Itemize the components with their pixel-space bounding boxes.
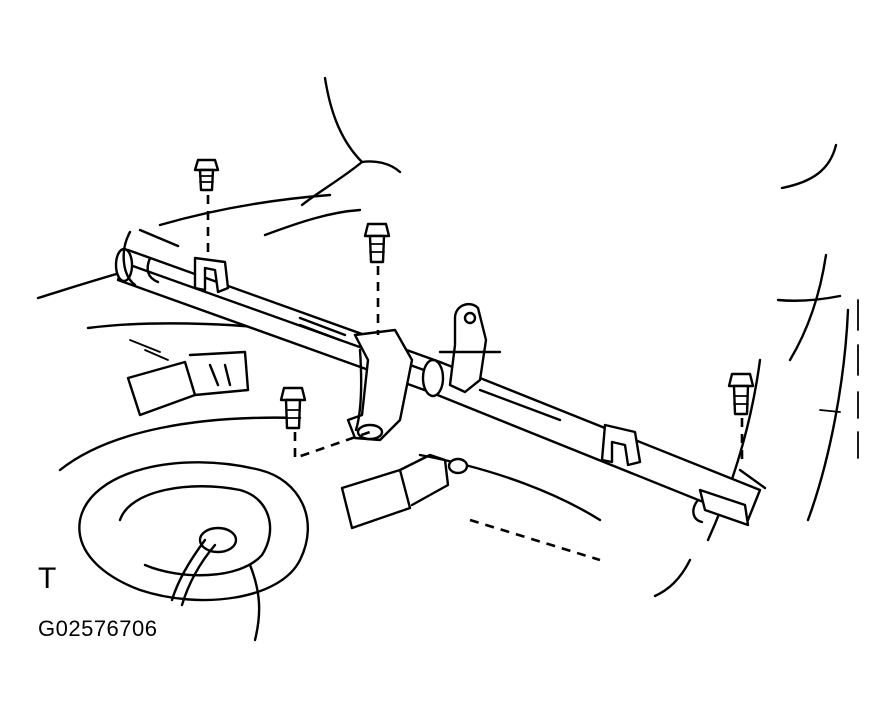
wire-harness-grommet [170, 526, 238, 607]
right-bracket [600, 423, 642, 467]
bolt-right [727, 372, 755, 416]
bolt-left [193, 158, 220, 192]
left-end-clamp [122, 228, 180, 287]
right-end-clamp [692, 468, 767, 527]
left-bracket [193, 256, 230, 294]
seat-belt-buckle-left [126, 350, 250, 417]
seat-belt-buckle-right [340, 453, 469, 530]
center-bracket [346, 328, 414, 442]
bolt-center [363, 222, 391, 264]
body-panel-outlines [36, 76, 859, 642]
floor-recess [78, 461, 310, 602]
figure-code: G02576706 [38, 616, 158, 641]
bolt-lower [279, 386, 307, 430]
install-lines [206, 195, 744, 562]
center-upper-arm [438, 303, 502, 394]
corner-mark: T [38, 562, 57, 595]
center-collar [421, 358, 445, 398]
